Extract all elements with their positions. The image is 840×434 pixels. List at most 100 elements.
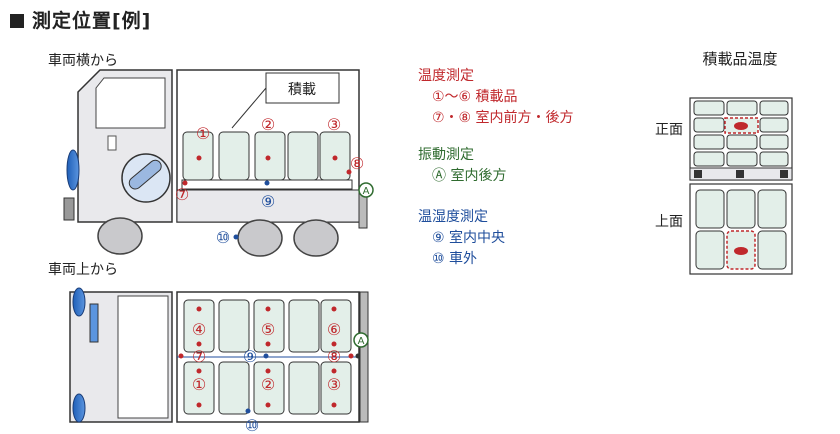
marker-a-side: A — [363, 186, 370, 197]
vibration-sensor-a-side — [358, 182, 374, 198]
sensor-dot — [265, 402, 271, 408]
side-window — [89, 303, 99, 343]
cargo-item — [320, 361, 352, 415]
page-title: 測定位置[例] — [10, 6, 151, 33]
marker-2-top: ② — [261, 375, 275, 394]
legend-humid-head: 温湿度測定 — [418, 209, 488, 225]
sensor-dot — [196, 402, 202, 408]
sensor-dot — [331, 368, 337, 374]
sensor-dot — [178, 353, 184, 359]
sensor-dot — [196, 368, 202, 374]
legend-temp-item: ⑦・⑧ 室内前方・後方 — [432, 110, 574, 126]
wheel — [237, 219, 283, 257]
mirror-right — [72, 393, 86, 423]
marker-8-top: ⑧ — [327, 347, 341, 366]
cargo-item — [288, 361, 320, 415]
cargo-item — [287, 131, 319, 181]
marker-5-top: ⑤ — [261, 320, 275, 339]
top-view-truck: ④ ⑤ ⑥ ① ② ③ ⑦ ⑧ ⑨ — [69, 287, 369, 434]
cargo-item — [320, 299, 352, 353]
sensor-dot — [265, 306, 271, 312]
top-label: 上面 — [655, 214, 683, 230]
sensor-dot — [265, 368, 271, 374]
marker-6-top: ⑥ — [327, 320, 341, 339]
marker-10-top: ⑩ — [245, 416, 259, 434]
cargo-temp-title: 積載品温度 — [702, 50, 777, 68]
sensor-dot — [196, 155, 202, 161]
side-view-truck: 積載 ① ② ③ ⑦ ⑧ ⑨ ⑩ A — [63, 69, 374, 257]
legend-humidity: 温湿度測定 ⑨ 室内中央 ⑩ 車外 — [418, 207, 505, 270]
cargo-item — [288, 299, 320, 353]
page-title-text: 測定位置[例] — [32, 10, 152, 32]
sensor-dot — [196, 341, 202, 347]
legend-humid-item: ⑨ 室内中央 — [432, 230, 506, 246]
marker-7-side: ⑦ — [175, 185, 189, 204]
sensor-dot — [233, 234, 239, 240]
front-label: 正面 — [655, 122, 683, 138]
marker-a-top: A — [358, 336, 365, 347]
marker-3-top: ③ — [327, 375, 341, 394]
marker-9-side: ⑨ — [261, 192, 275, 211]
side-view-label: 車両横から — [48, 53, 118, 69]
cab-roof — [117, 295, 169, 419]
wheel — [97, 217, 143, 255]
sensor-dot — [265, 155, 271, 161]
marker-10-side: ⑩ — [216, 228, 230, 247]
marker-7-top: ⑦ — [192, 347, 206, 366]
marker-8-side: ⑧ — [350, 154, 364, 173]
cargo-item — [253, 361, 285, 415]
cargo-item — [218, 299, 250, 353]
door-mirror — [107, 135, 117, 151]
legend-vibration: 振動測定 Ⓐ 室内後方 — [418, 145, 506, 187]
legend-temp-head: 温度測定 — [418, 68, 474, 84]
marker-1-side: ① — [196, 124, 210, 143]
cargo-item — [218, 361, 250, 415]
cargo-tag-pointer — [231, 87, 267, 129]
cargo-floor-side — [176, 189, 360, 223]
sensor-dot — [348, 353, 354, 359]
legend-temperature: 温度測定 ①～⑥ 積載品 ⑦・⑧ 室内前方・後方 — [418, 66, 574, 129]
sensor-dot — [734, 122, 748, 130]
top-view-label: 車両上から — [48, 262, 118, 278]
cargo-item — [253, 299, 285, 353]
vibration-sensor-a-top — [353, 332, 369, 348]
square-bullet-icon — [10, 14, 24, 28]
cab-window — [95, 77, 166, 129]
marker-3-side: ③ — [327, 115, 341, 134]
sensor-dot — [263, 353, 269, 359]
sensor-dot — [331, 306, 337, 312]
legend-vib-item: Ⓐ 室内後方 — [432, 168, 507, 184]
sensor-dot — [331, 402, 337, 408]
cargo-item — [254, 131, 286, 181]
rear-door-top — [359, 291, 369, 423]
sensor-dot — [332, 155, 338, 161]
marker-4-top: ④ — [192, 320, 206, 339]
side-headlight — [66, 149, 80, 191]
sensor-dot — [346, 169, 352, 175]
legend-humid-item: ⑩ 車外 — [432, 251, 478, 267]
front-bumper — [63, 197, 75, 221]
sensor-dot — [245, 408, 251, 414]
seat-icon — [128, 159, 162, 190]
sensor-dot — [265, 341, 271, 347]
legend-vib-head: 振動測定 — [418, 147, 474, 163]
marker-1-top: ① — [192, 375, 206, 394]
cargo-tag-box — [265, 72, 340, 104]
cargo-item — [183, 299, 215, 353]
sensor-dot — [264, 180, 270, 186]
sensor-dot — [331, 341, 337, 347]
wheel — [293, 219, 339, 257]
cargo-item — [183, 361, 215, 415]
mirror-left — [72, 287, 86, 317]
legend-temp-item: ①～⑥ 積載品 — [432, 89, 518, 105]
sensor-dot — [196, 306, 202, 312]
cargo-tag: 積載 — [288, 82, 316, 98]
marker-9-top: ⑨ — [243, 347, 257, 366]
cargo-item — [218, 131, 250, 181]
sensor-dot — [734, 247, 748, 255]
sensor-dot — [182, 180, 188, 186]
cargo-temp-detail: 積載品温度 正面 上面 — [655, 50, 793, 275]
sensor-dot — [355, 353, 361, 359]
marker-2-side: ② — [261, 115, 275, 134]
